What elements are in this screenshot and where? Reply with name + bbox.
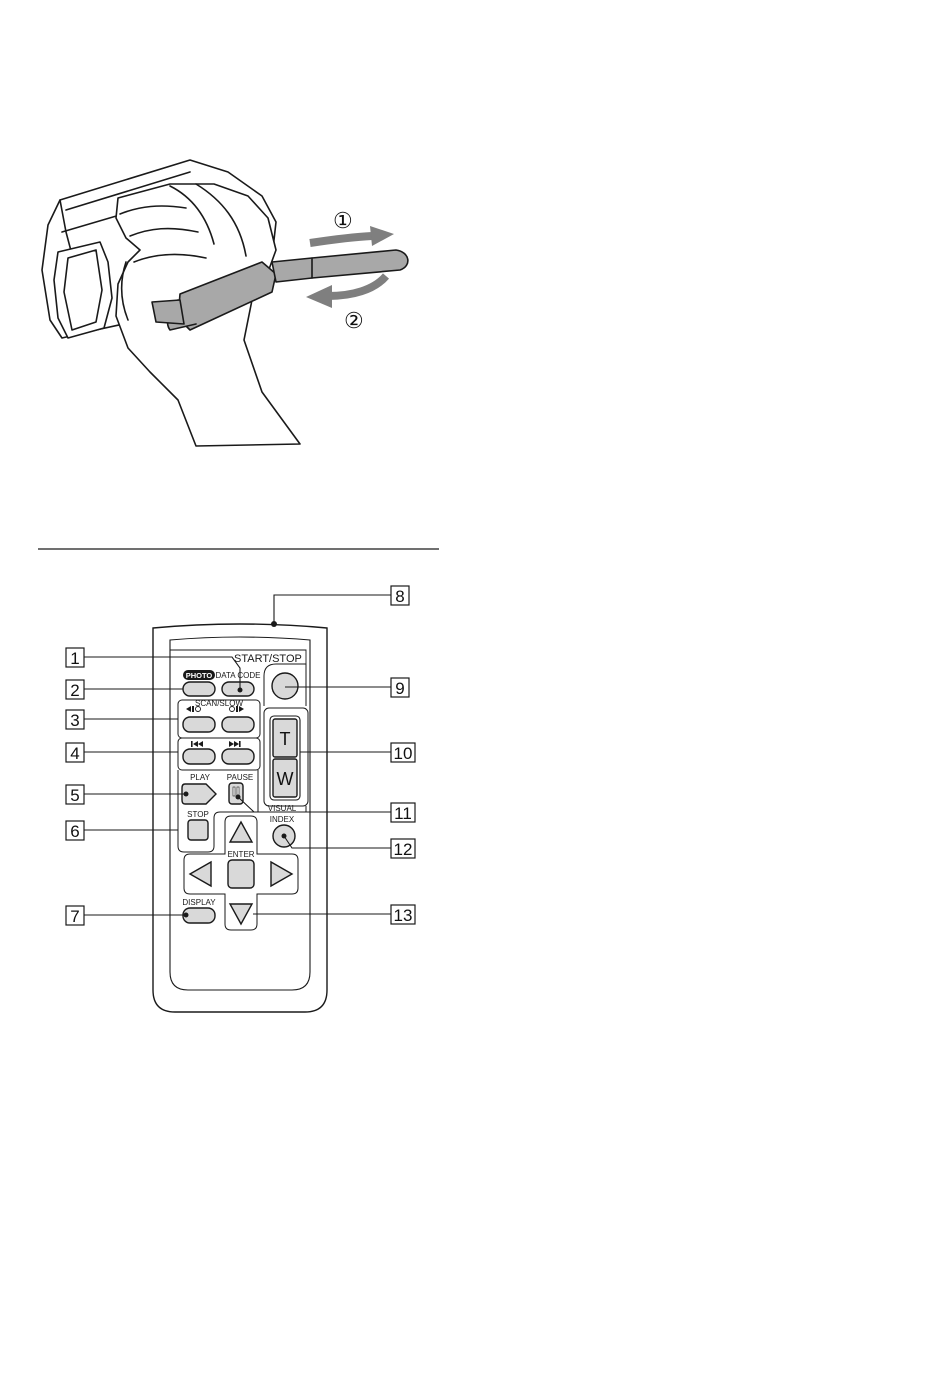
scan-slow-forward-button[interactable] xyxy=(222,717,254,732)
callout-9: 9 xyxy=(395,679,404,698)
callout-1: 1 xyxy=(70,649,79,668)
next-button[interactable] xyxy=(222,749,254,764)
enter-button[interactable] xyxy=(228,860,254,888)
index-label: INDEX xyxy=(270,815,295,824)
prev-button[interactable] xyxy=(183,749,215,764)
callout-dot-1 xyxy=(238,688,243,693)
pull-arrow-1 xyxy=(310,236,372,243)
stop-label: STOP xyxy=(187,810,209,819)
enter-label: ENTER xyxy=(227,850,254,859)
start-stop-button[interactable] xyxy=(272,673,298,699)
camcorder-hand-illustration xyxy=(42,160,408,446)
arrow-head-2-icon xyxy=(306,285,332,308)
callout-3: 3 xyxy=(70,711,79,730)
arrow-head-1-icon xyxy=(370,226,394,246)
pause-label: PAUSE xyxy=(227,773,254,782)
callout-6: 6 xyxy=(70,822,79,841)
start-stop-label: START/STOP xyxy=(234,653,302,665)
callout-dot-5 xyxy=(184,792,189,797)
callout-8: 8 xyxy=(395,587,404,606)
camcorder-lens xyxy=(54,242,112,338)
return-arrow-2 xyxy=(328,276,386,296)
callout-2: 2 xyxy=(70,681,79,700)
callout-11: 11 xyxy=(394,804,412,823)
callout-dot-12 xyxy=(282,834,287,839)
photo-label: PHOTO xyxy=(186,671,213,680)
step-1-marker: ① xyxy=(333,208,353,233)
pause-button[interactable] xyxy=(229,783,243,804)
scan-slow-label: SCAN/SLOW xyxy=(195,699,243,708)
callout-7: 7 xyxy=(70,907,79,926)
callout-13: 13 xyxy=(394,906,413,925)
callout-10: 10 xyxy=(394,744,413,763)
strap xyxy=(272,250,408,282)
zoom-w-label: W xyxy=(277,769,294,789)
callout-dot-11 xyxy=(236,795,241,800)
photo-button[interactable] xyxy=(183,682,215,696)
callout-5: 5 xyxy=(70,786,79,805)
display-label: DISPLAY xyxy=(182,898,216,907)
stop-button[interactable] xyxy=(188,820,208,840)
data-code-label: DATA CODE xyxy=(215,671,260,680)
zoom-t-label: T xyxy=(280,729,291,749)
callout-12: 12 xyxy=(394,840,413,859)
callout-dot-7 xyxy=(184,913,189,918)
callout-4: 4 xyxy=(70,744,79,763)
play-label: PLAY xyxy=(190,773,211,782)
scan-slow-rewind-button[interactable] xyxy=(183,717,215,732)
step-2-marker: ② xyxy=(344,308,364,333)
